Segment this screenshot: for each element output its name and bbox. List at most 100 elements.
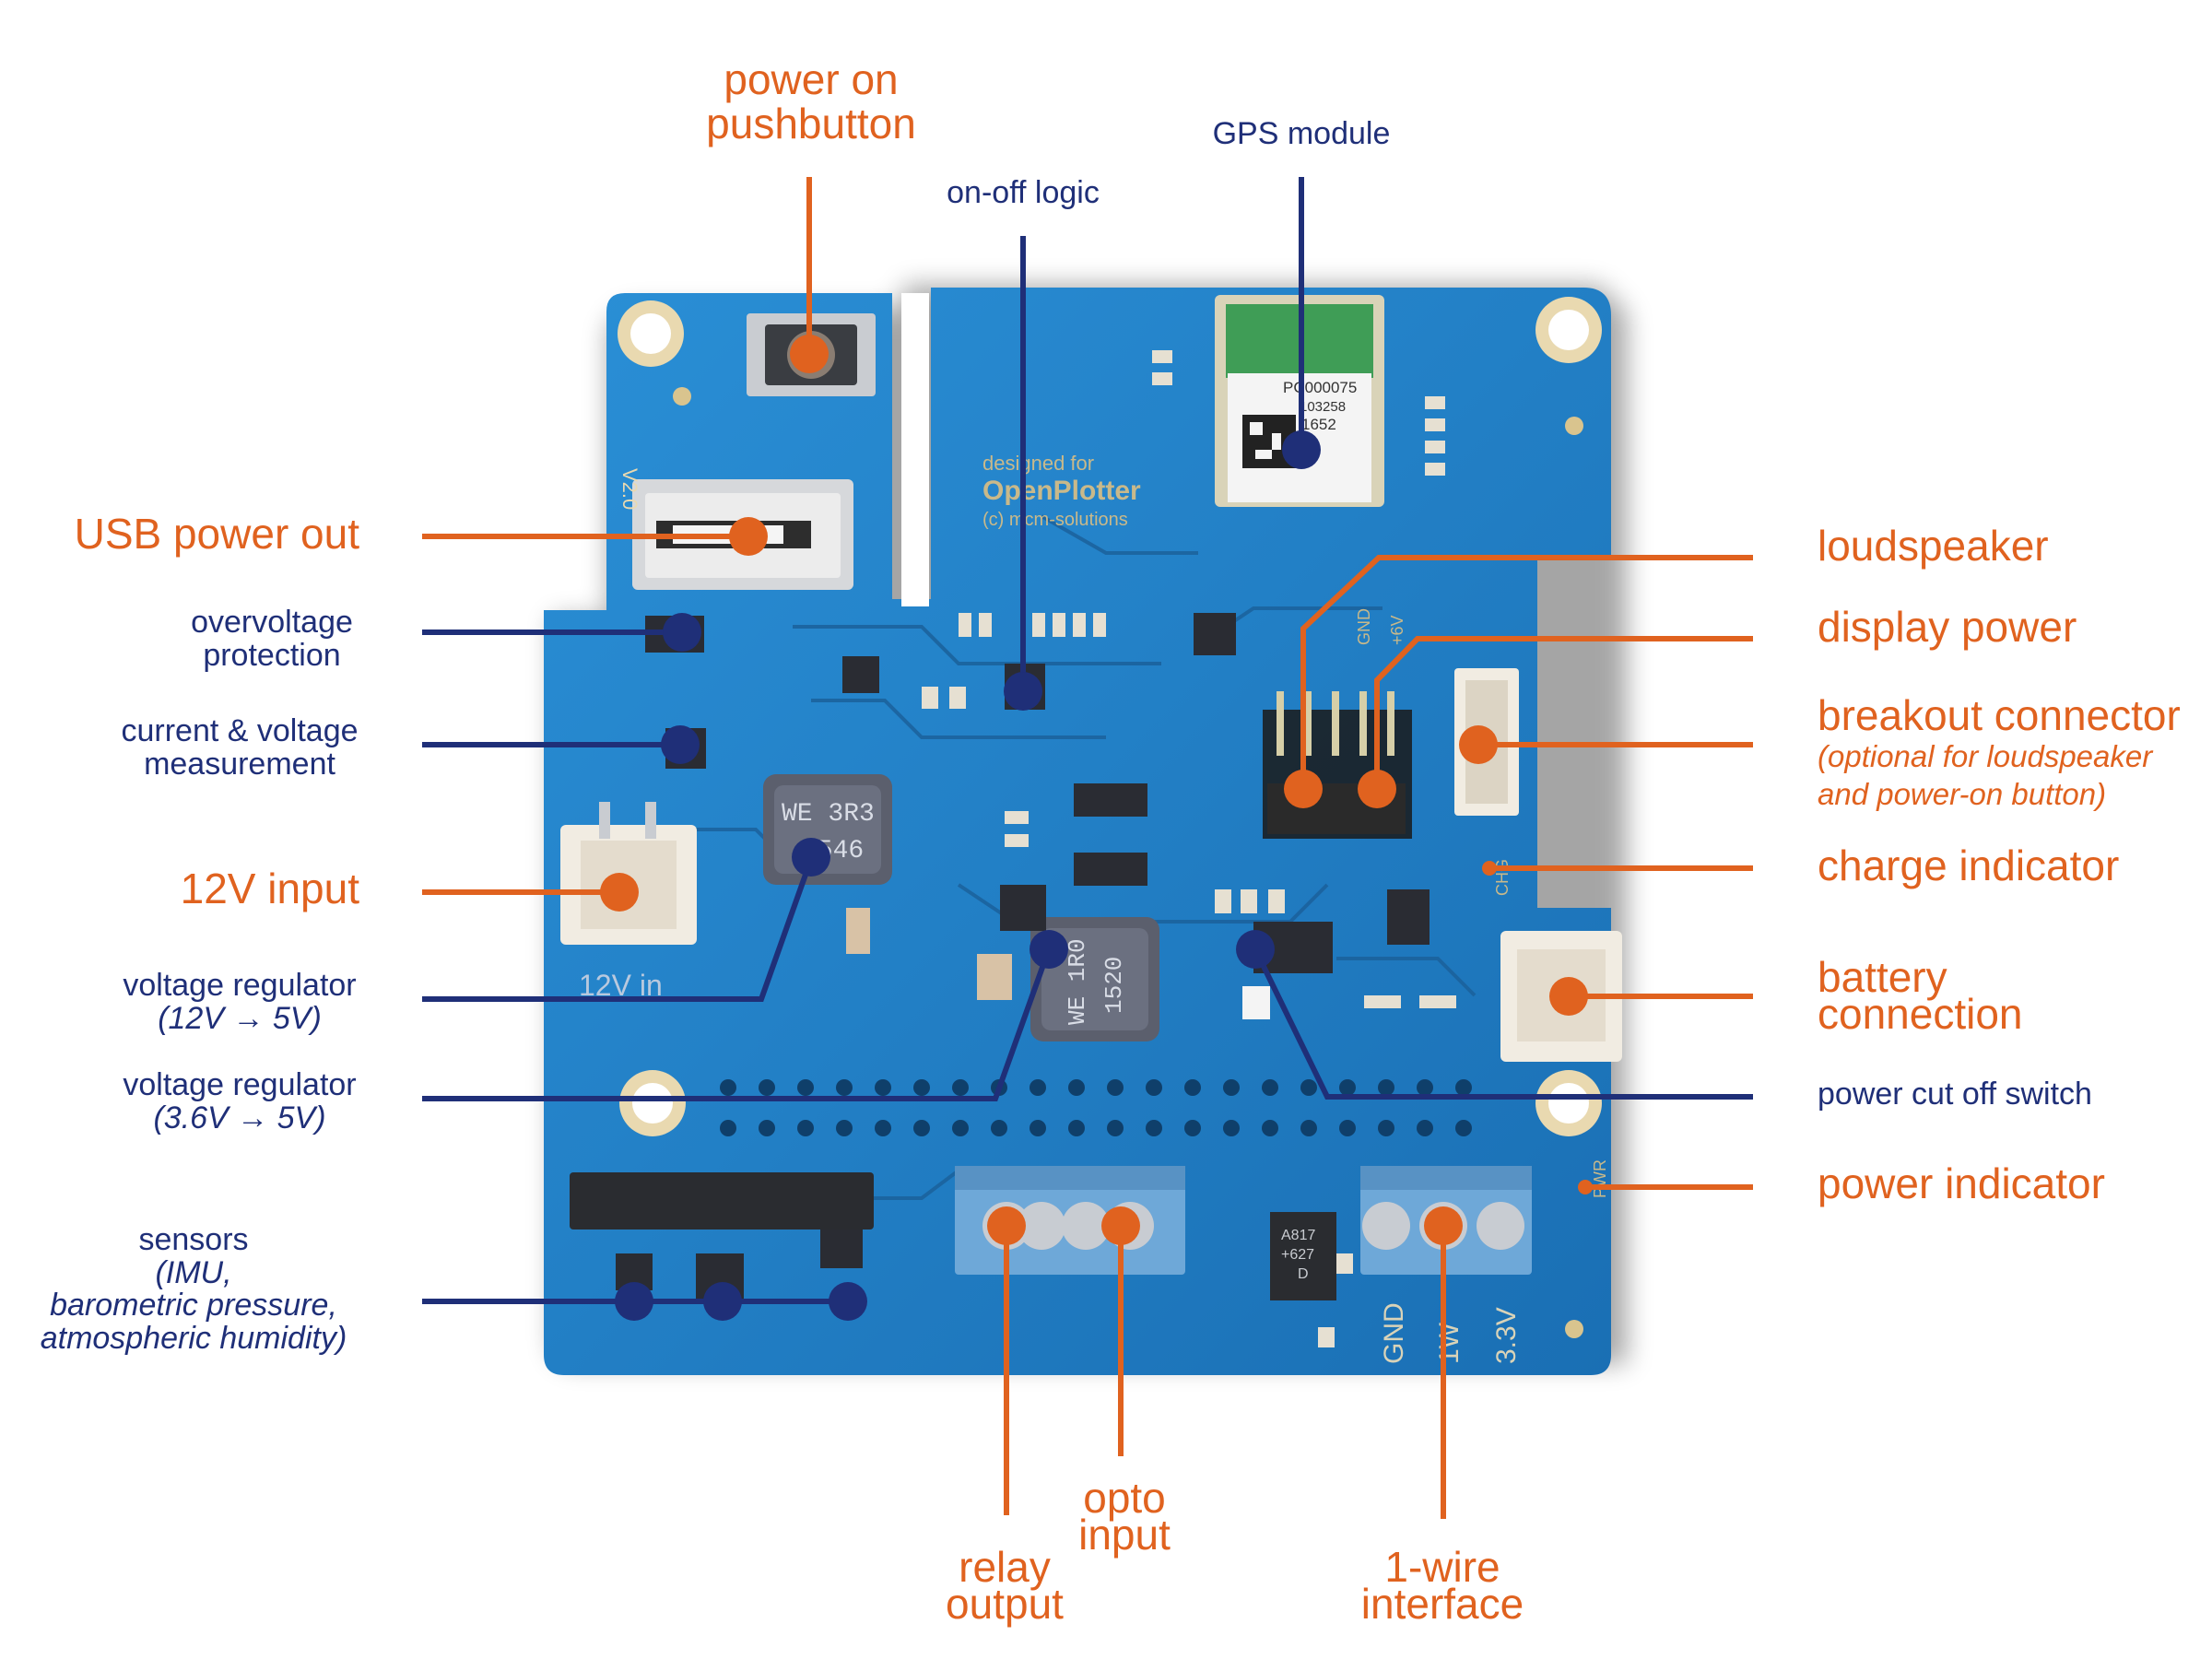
gpio-hole — [720, 1120, 736, 1136]
gpio-hole — [1146, 1120, 1162, 1136]
gpio-hole — [875, 1120, 891, 1136]
label-breakout-title: breakout connector — [1818, 691, 2181, 739]
optocoupler-ic — [1270, 1212, 1336, 1300]
dot-relay-output — [987, 1206, 1026, 1245]
label-sensors-sub-1: (IMU, — [155, 1254, 232, 1290]
label-current-voltage-line-2: measurement — [144, 746, 335, 782]
label-vr12-sub: (12V → 5V) — [158, 1000, 322, 1036]
label-1wire-line-2: interface — [1360, 1580, 1524, 1629]
gpio-hole — [1030, 1120, 1046, 1136]
dot-overvoltage-protection — [663, 613, 701, 652]
label-breakout-sub-1: (optional for loudspeaker — [1818, 739, 2153, 774]
gpio-hole — [1068, 1120, 1085, 1136]
dot-current-voltage-measurement — [661, 725, 700, 764]
gpio-hole — [1417, 1120, 1433, 1136]
label-power-on-pushbutton: power on pushbutton — [664, 57, 959, 147]
gpio-hole — [991, 1120, 1007, 1136]
ic-a817-line-1: A817 — [1281, 1228, 1315, 1243]
label-display-power: display power — [1818, 603, 2077, 651]
ic-a817-line-3: D — [1298, 1266, 1309, 1282]
dot-sensor-1 — [615, 1282, 653, 1321]
label-power-cut-off-switch: power cut off switch — [1818, 1077, 2092, 1112]
terminal-label-3v3: 3.3V — [1491, 1307, 1522, 1364]
designed-for-text: designed for — [982, 452, 1094, 475]
label-battery-connection: battery connection — [1818, 953, 2023, 1039]
label-battery-line-2: connection — [1818, 990, 2023, 1039]
gpio-hole — [1300, 1079, 1317, 1096]
gpio-hole — [1262, 1120, 1278, 1136]
gpio-hole — [1378, 1079, 1394, 1096]
gpio-hole — [1184, 1079, 1201, 1096]
label-1-wire-interface: 1-wire interface — [1300, 1546, 1585, 1629]
gpio-hole — [913, 1079, 930, 1096]
gpio-hole — [759, 1120, 775, 1136]
dot-power-on-pushbutton — [790, 335, 829, 373]
label-voltage-regulator-36v: voltage regulator (3.6V → 5V) — [92, 1067, 387, 1135]
gpio-hole — [1107, 1079, 1124, 1096]
label-relay-line-2: output — [946, 1580, 1064, 1629]
callout-dots — [600, 335, 1593, 1321]
board-version-text: V2.0 — [618, 468, 641, 510]
label-sensors-title: sensors — [138, 1222, 249, 1257]
dot-sensor-3 — [829, 1282, 867, 1321]
gpio-hole — [720, 1079, 736, 1096]
label-relay-line-1: relay — [959, 1543, 1051, 1591]
gpio-hole — [1417, 1079, 1433, 1096]
dot-charge-indicator — [1482, 861, 1497, 876]
label-sensors-sub-3: atmospheric humidity) — [40, 1321, 347, 1357]
dot-breakout-connector — [1459, 725, 1498, 764]
label-vr36-title: voltage regulator — [123, 1067, 357, 1102]
gpio-hole — [1223, 1120, 1240, 1136]
dot-power-indicator — [1578, 1180, 1593, 1194]
label-power-on-pushbutton-line-1: power on — [724, 55, 899, 103]
label-relay-output: relay output — [885, 1543, 1124, 1629]
label-sensors-sub-2: barometric pressure, — [50, 1288, 337, 1324]
label-breakout-connector: breakout connector (optional for loudspe… — [1818, 693, 2181, 811]
mounting-holes — [618, 297, 1602, 1338]
label-12v-input: 12V input — [180, 865, 359, 912]
label-overvoltage-protection: overvoltage protection — [147, 606, 396, 672]
gpio-hole — [1223, 1079, 1240, 1096]
label-power-on-pushbutton-line-2: pushbutton — [706, 100, 916, 148]
label-overvoltage-line-2: protection — [203, 637, 341, 673]
gpio-hole — [952, 1079, 969, 1096]
gpio-hole — [836, 1120, 853, 1136]
label-current-voltage-line-1: current & voltage — [121, 713, 359, 748]
dot-voltage-regulator-12v — [792, 838, 830, 877]
gps-chip-line-1: PC000075 — [1283, 379, 1357, 396]
dot-loudspeaker — [1284, 770, 1323, 808]
gpio-hole — [1300, 1120, 1317, 1136]
label-gps-module: GPS module — [1212, 116, 1391, 151]
gps-chip-line-2: 103258 — [1300, 399, 1346, 415]
sensor-block — [570, 1172, 874, 1230]
gpio-hole — [1107, 1120, 1124, 1136]
gpio-hole — [1455, 1079, 1472, 1096]
inductor-1 — [763, 774, 892, 885]
pwr-text: PWR — [1591, 1159, 1609, 1198]
dot-on-off-logic — [1004, 672, 1042, 711]
gpio-header-holes — [720, 1079, 1472, 1136]
passives — [846, 350, 1456, 1347]
label-power-indicator: power indicator — [1818, 1159, 2105, 1207]
inductor-2-line-1: WE 1R0 — [1064, 938, 1091, 1025]
board-slot — [901, 293, 929, 606]
label-vr12-title: voltage regulator — [123, 968, 357, 1003]
gpio-hole — [952, 1120, 969, 1136]
label-battery-line-1: battery — [1818, 953, 1947, 1001]
dot-power-cut-off-switch — [1236, 930, 1275, 969]
label-opto-line-1: opto — [1083, 1474, 1166, 1522]
gpio-hole — [913, 1120, 930, 1136]
gpio-hole — [1184, 1120, 1201, 1136]
dot-gps-module — [1282, 430, 1321, 469]
callout-lines — [422, 177, 1753, 1519]
label-charge-indicator: charge indicator — [1818, 841, 2120, 889]
label-overvoltage-line-1: overvoltage — [191, 605, 353, 640]
inductor-1-line-1: WE 3R3 — [782, 800, 875, 829]
gpio-hole — [1378, 1120, 1394, 1136]
gps-chip-line-3: 1652 — [1301, 416, 1336, 433]
label-opto-line-2: input — [1078, 1511, 1171, 1559]
openplotter-text: OpenPlotter — [982, 476, 1141, 506]
dot-display-power — [1358, 770, 1396, 808]
dot-1-wire-interface — [1424, 1206, 1463, 1245]
